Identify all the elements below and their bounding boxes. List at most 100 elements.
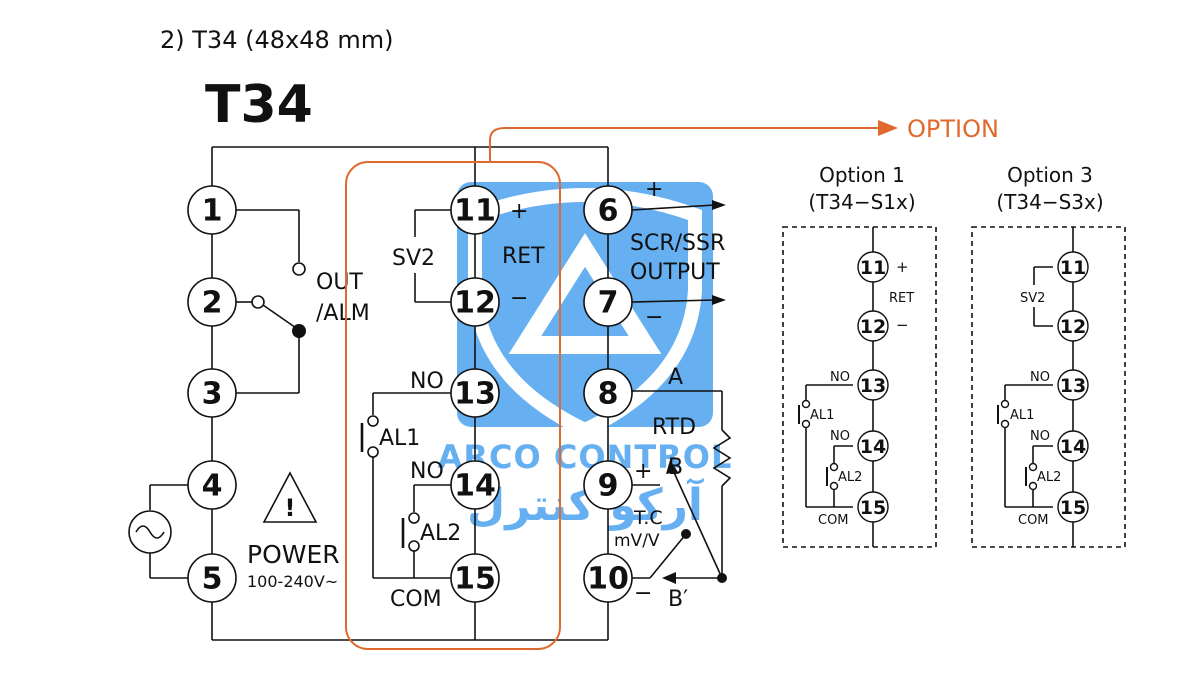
svg-text:8: 8 <box>598 377 619 412</box>
sv2-input: SV2 <box>392 209 451 303</box>
option-3-title: Option 3 <box>1007 163 1093 187</box>
relay-output: OUT /ALM <box>236 209 370 394</box>
opt1-ret-label: RET <box>889 291 914 306</box>
opt3-terminal-13: 13 <box>1057 369 1089 401</box>
svg-text:NO: NO <box>1030 429 1050 444</box>
svg-text:NO: NO <box>830 370 850 385</box>
out-label: OUT <box>316 270 363 295</box>
terminal-6: 6 <box>583 185 633 235</box>
section-heading: 2) T34 (48x48 mm) <box>160 26 393 54</box>
ret-plus-label: + <box>510 199 528 224</box>
terminal-1: 1 <box>187 185 237 235</box>
opt1-terminal-13: 13 <box>857 369 889 401</box>
al2-no-label: NO <box>410 459 444 484</box>
opt3-terminal-14: 14 <box>1057 430 1089 462</box>
ret-label: RET <box>502 244 545 269</box>
al1-label: AL1 <box>379 426 420 451</box>
scr-ssr-output: + SCR/SSR OUTPUT − <box>630 177 726 330</box>
svg-text:6: 6 <box>598 194 619 229</box>
warning-icon <box>262 471 318 523</box>
terminal-11: 11 <box>450 185 500 235</box>
svg-text:10: 10 <box>587 562 629 597</box>
terminal-3: 3 <box>187 368 237 418</box>
option-1-model: (T34−S1x) <box>808 190 915 214</box>
opt3-terminal-15: 15 <box>1057 491 1089 523</box>
tc-plus-label: + <box>634 459 652 484</box>
opt3-com-label: COM <box>1018 513 1049 528</box>
svg-text:12: 12 <box>454 286 496 321</box>
option-boundary <box>345 161 561 650</box>
power-range-label: 100-240V~ <box>247 572 338 591</box>
svg-text:15: 15 <box>454 562 496 597</box>
svg-text:13: 13 <box>1060 375 1086 397</box>
output-label: OUTPUT <box>630 260 720 285</box>
opt3-al1-label: AL1 <box>1010 408 1034 423</box>
sine-wave-icon <box>135 525 165 539</box>
scr-plus-label: + <box>645 177 663 202</box>
svg-text:12: 12 <box>1060 316 1086 338</box>
terminal-14: 14 <box>450 460 500 510</box>
svg-text:11: 11 <box>860 257 886 279</box>
terminal-7: 7 <box>583 277 633 327</box>
mvv-label: mV/V <box>614 531 660 551</box>
rtd-resistor-icon <box>712 429 732 487</box>
tc-label: T.C <box>633 507 663 529</box>
terminal-2: 2 <box>187 277 237 327</box>
terminal-13: 13 <box>450 368 500 418</box>
svg-text:−: − <box>896 316 909 334</box>
terminal-4: 4 <box>187 460 237 510</box>
svg-text:1: 1 <box>202 194 223 229</box>
option-3-box <box>971 226 1126 548</box>
option-label: OPTION <box>907 115 999 143</box>
sensor-input: A RTD + B T.C mV/V − B′ <box>614 365 732 612</box>
rtd-a-label: A <box>668 365 683 390</box>
opt3-terminal-11: 11 <box>1057 251 1089 283</box>
al2-label: AL2 <box>420 521 461 546</box>
opt1-com-label: COM <box>818 513 849 528</box>
com-label: COM <box>390 587 442 612</box>
tc-minus-label: − <box>634 581 652 606</box>
alarm-outputs: NO AL1 NO AL2 COM <box>360 369 461 612</box>
opt1-terminal-14: 14 <box>857 430 889 462</box>
rtd-label: RTD <box>652 415 696 440</box>
option-1-panel: Option 1 (T34−S1x) + RET − NO AL1 NO AL2… <box>782 163 937 548</box>
svg-text:+: + <box>896 258 909 276</box>
warning-mark: ! <box>285 494 296 522</box>
al1-no-label: NO <box>410 369 444 394</box>
relay-contact-open <box>292 262 306 276</box>
svg-text:13: 13 <box>454 377 496 412</box>
alm-label: /ALM <box>316 301 370 326</box>
option-3-model: (T34−S3x) <box>996 190 1103 214</box>
scr-ssr-label: SCR/SSR <box>630 231 725 256</box>
svg-text:4: 4 <box>202 469 223 504</box>
opt3-terminal-12: 12 <box>1057 310 1089 342</box>
option-3-panel: Option 3 (T34−S3x) SV2 NO AL1 NO AL2 COM… <box>971 163 1126 548</box>
opt1-al1-label: AL1 <box>810 408 834 423</box>
opt1-terminal-12: 12 <box>857 310 889 342</box>
svg-text:12: 12 <box>860 316 886 338</box>
svg-text:3: 3 <box>202 377 223 412</box>
opt1-terminal-15: 15 <box>857 491 889 523</box>
watermark-shield-outline <box>468 188 702 438</box>
terminal-9: 9 <box>583 460 633 510</box>
rtd-b-label: B <box>668 455 683 480</box>
svg-text:15: 15 <box>1060 497 1086 519</box>
opt1-al2-label: AL2 <box>838 470 862 485</box>
svg-text:11: 11 <box>454 194 496 229</box>
svg-text:NO: NO <box>830 429 850 444</box>
terminal-12: 12 <box>450 277 500 327</box>
ret-minus-label: − <box>510 286 528 311</box>
svg-text:9: 9 <box>598 469 619 504</box>
option-arrow-icon <box>878 120 898 136</box>
opt3-sv2-label: SV2 <box>1020 291 1045 306</box>
svg-text:11: 11 <box>1060 257 1086 279</box>
power-supply: ! POWER 100-240V~ <box>128 471 340 591</box>
terminal-15: 15 <box>450 553 500 603</box>
scr-minus-label: − <box>645 305 663 330</box>
option-1-box <box>782 226 937 548</box>
relay-contact-nc <box>251 295 265 309</box>
svg-text:14: 14 <box>1060 436 1086 458</box>
model-title: T34 <box>205 75 313 135</box>
